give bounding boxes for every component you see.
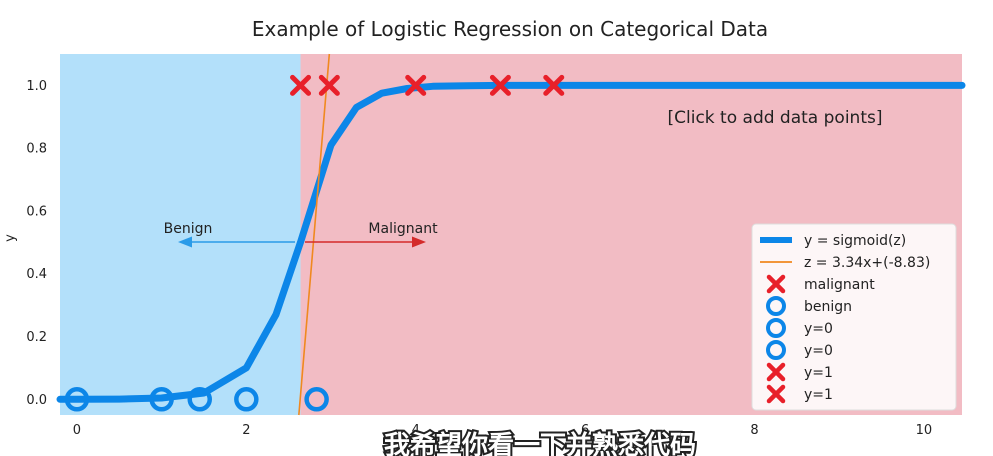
y-tick-label: 0.4 [26,267,47,282]
legend-marker-x-stroke-b [766,384,786,404]
video-subtitle: 我希望你看一下并熟悉代码 [384,430,696,456]
x-tick-label: 4 [412,423,420,438]
click-to-add-hint[interactable]: [Click to add data points] [668,108,883,128]
malignant-label: Malignant [368,221,438,237]
legend-marker-x [766,274,786,294]
malignant-point [489,74,511,96]
legend-marker-x [766,384,786,404]
legend-marker-x-stroke-b [766,274,786,294]
legend-marker-o [766,296,786,316]
y-axis-label: y [3,234,18,242]
y-tick-label: 1.0 [26,79,47,94]
sigmoid-curve [56,81,966,403]
region-benign [60,54,301,415]
malignant-point [405,74,427,96]
x-tick-label: 6 [581,423,589,438]
legend-label: y=1 [804,387,833,403]
y-axis-ticks: 0.0 0.2 0.4 0.6 0.8 1.0 [26,79,47,408]
legend-marker-o [766,318,786,338]
legend-label: y=0 [804,321,833,337]
legend-label: benign [804,299,852,315]
malignant-point [318,74,340,96]
benign-point[interactable] [234,387,259,412]
legend-label: z = 3.34x+(-8.83) [804,255,930,271]
y-tick-label: 0.8 [26,142,47,157]
malignant-point-stroke-b [489,74,511,96]
malignant-point-stroke-b [290,74,312,96]
y-tick-label: 0.2 [26,330,47,345]
benign-point[interactable] [187,387,212,412]
x-tick-label: 2 [242,423,250,438]
malignant-point-stroke-b [543,74,565,96]
x-tick-label: 0 [73,423,81,438]
x-axis-ticks: 0 2 4 6 8 10 [73,423,932,438]
malignant-point-stroke-b [405,74,427,96]
legend-marker-x [766,362,786,382]
benign-arrow-head [178,236,192,248]
malignant-point-stroke-b [318,74,340,96]
benign-point[interactable] [304,387,329,412]
legend-marker-x-stroke-b [766,362,786,382]
malignant-annotation: Malignant [305,221,438,248]
chart-title: Example of Logistic Regression on Catego… [252,17,768,41]
y-tick-label: 0.0 [26,393,47,408]
malignant-arrow-head [412,236,426,248]
legend-label: malignant [804,277,875,293]
x-tick-label: 8 [750,423,758,438]
malignant-point [290,74,312,96]
malignant-point [543,74,565,96]
linear-z-line [298,53,331,416]
legend-label: y = sigmoid(z) [804,233,906,249]
benign-annotation: Benign [164,221,295,248]
legend-label: y=1 [804,365,833,381]
legend-box [751,223,957,411]
legend-marker-o [766,340,786,360]
benign-label: Benign [164,221,213,237]
y-tick-label: 0.6 [26,204,47,219]
x-tick-label: 10 [916,423,933,438]
legend: y = sigmoid(z) z = 3.34x+(-8.83) malignant… [751,223,957,411]
legend-label: y=0 [804,343,833,359]
